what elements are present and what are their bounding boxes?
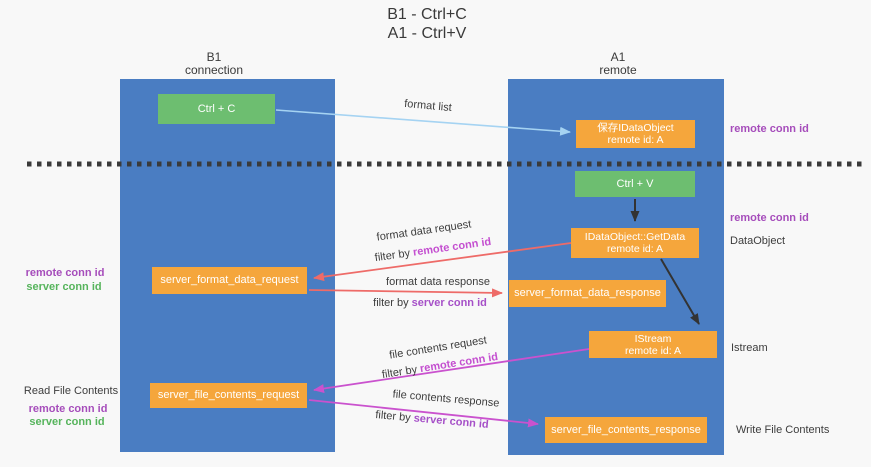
node-save-idataobject: 保存IDataObject remote id: A <box>576 120 695 148</box>
lifeline-a1-role: remote <box>599 63 637 77</box>
node-ctrl-v: Ctrl + V <box>575 171 695 197</box>
left-label-remote-conn-id-2: remote conn id <box>28 403 108 415</box>
node-save-idataobject-line2: remote id: A <box>607 134 664 146</box>
node-server-file-contents-request: server_file_contents_request <box>150 383 307 408</box>
lifeline-header-a1: A1 remote <box>599 51 636 77</box>
node-ctrl-c: Ctrl + C <box>158 94 275 124</box>
lifeline-b1-name: B1 <box>206 50 222 64</box>
title-line-1: B1 - Ctrl+C <box>387 6 467 23</box>
flow-label-format-list: format list <box>403 97 453 115</box>
node-server-format-data-response: server_format_data_response <box>509 280 666 307</box>
node-ctrl-v-label: Ctrl + V <box>616 177 654 190</box>
flow-label-filter-server-2: filter by server conn id <box>375 409 489 431</box>
node-istream-line2: remote id: A <box>624 344 682 357</box>
flow-label-format-data-response: format data response <box>386 276 490 288</box>
title-line-2: A1 - Ctrl+V <box>387 25 467 42</box>
node-file-request-label: server_file_contents_request <box>157 389 300 401</box>
node-save-idataobject-line1: 保存IDataObject <box>597 122 674 134</box>
filter-by-text: filter by <box>381 363 422 382</box>
node-istream-line1: IStream <box>634 332 672 345</box>
right-label-remote-conn-id-2: remote conn id <box>730 212 809 224</box>
right-label-remote-conn-id-1: remote conn id <box>730 123 809 135</box>
node-server-file-contents-response: server_file_contents_response <box>545 417 707 443</box>
flow-label-filter-server-1: filter by server conn id <box>373 297 487 309</box>
remote-conn-id-text: remote conn id <box>412 235 492 259</box>
node-getdata-line1: IDataObject::GetData <box>584 231 686 243</box>
server-conn-id-text: server conn id <box>411 297 487 309</box>
right-label-dataobject: DataObject <box>730 235 786 247</box>
node-ctrl-c-label: Ctrl + C <box>197 102 236 115</box>
node-idataobject-getdata: IDataObject::GetData remote id: A <box>571 228 699 258</box>
right-label-write-file-contents: Write File Contents <box>736 424 830 436</box>
node-getdata-line2: remote id: A <box>606 243 664 255</box>
filter-by-text: filter by <box>374 246 414 265</box>
flow-label-file-contents-response: file contents response <box>392 388 500 410</box>
node-format-request-label: server_format_data_request <box>160 274 299 286</box>
filter-by-text: filter by <box>373 297 412 309</box>
left-label-server-conn-id-1: server conn id <box>26 281 102 293</box>
server-conn-id-text: server conn id <box>413 412 490 431</box>
left-label-server-conn-id-2: server conn id <box>29 416 105 428</box>
left-label-remote-conn-id-1: remote conn id <box>25 267 105 279</box>
diagram-title: B1 - Ctrl+C A1 - Ctrl+V <box>387 5 467 43</box>
right-label-istream: Istream <box>731 342 768 354</box>
lifeline-b1-role: connection <box>184 63 244 77</box>
arrow-format-data-response <box>308 288 503 298</box>
filter-by-text: filter by <box>374 409 415 425</box>
left-label-read-file-contents: Read File Contents <box>23 385 119 397</box>
node-server-format-data-request: server_format_data_request <box>152 267 307 294</box>
node-file-response-label: server_file_contents_response <box>551 423 701 436</box>
lifeline-header-b1: B1 connection <box>185 51 243 77</box>
lifeline-a1-name: A1 <box>610 50 626 64</box>
node-istream: IStream remote id: A <box>589 331 717 358</box>
node-format-response-label: server_format_data_response <box>514 287 661 299</box>
